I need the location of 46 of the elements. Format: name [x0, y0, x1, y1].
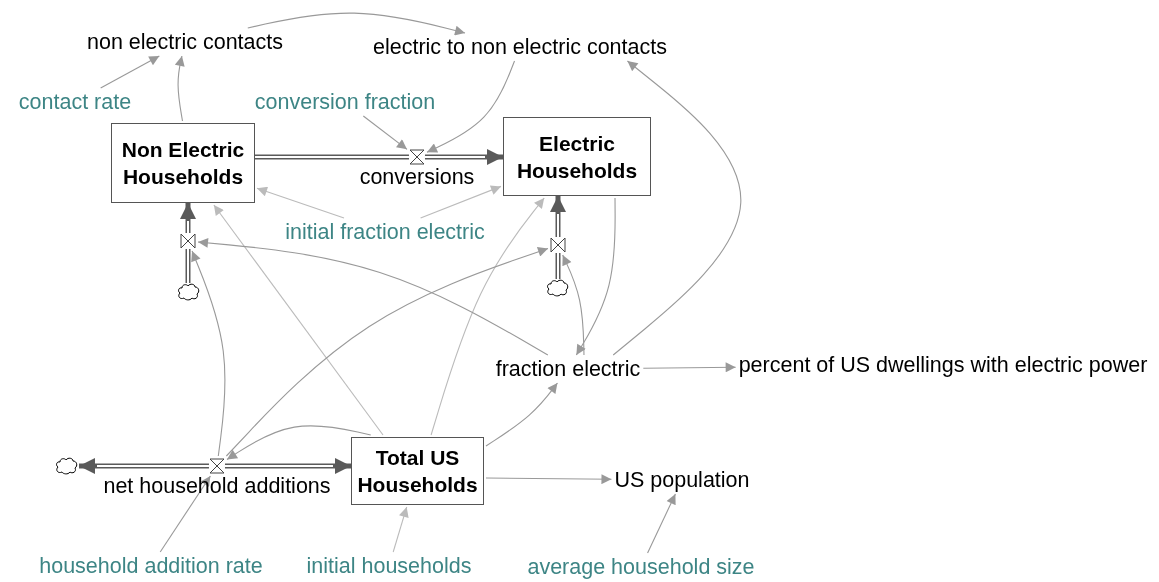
link-arrow	[247, 12, 466, 36]
link-arrow	[647, 493, 676, 554]
flow-pipe	[550, 196, 566, 237]
link-arrow	[225, 247, 549, 457]
link-arrow	[426, 60, 516, 153]
link-arrow	[197, 237, 549, 356]
link-arrow	[485, 474, 612, 485]
flow-pipe	[79, 458, 209, 474]
link-arrow	[575, 197, 616, 356]
link-arrow	[174, 55, 185, 122]
stock-box: Total US Households	[351, 437, 484, 505]
link-arrow	[562, 254, 585, 356]
link-arrow	[420, 185, 502, 219]
link-arrow	[485, 382, 558, 447]
variable-label: non electric contacts	[86, 30, 284, 54]
flow-pipe	[555, 253, 561, 279]
constant-label: contact rate	[17, 90, 133, 114]
flow-pipe	[185, 249, 191, 283]
link-arrow	[100, 55, 160, 89]
link-arrow	[392, 506, 409, 553]
stock-box: Electric Households	[503, 117, 651, 196]
flow-pipe	[255, 154, 409, 160]
flow-pipe	[180, 203, 196, 233]
constant-label: average household size	[526, 555, 756, 579]
constant-label: conversion fraction	[253, 90, 437, 114]
flow-label: net household additions	[103, 474, 331, 498]
link-arrow	[612, 60, 742, 356]
link-arrow	[642, 362, 737, 373]
link-arrow	[362, 115, 408, 150]
link-arrow	[159, 475, 211, 553]
variable-label: percent of US dwellings with electric power	[737, 353, 1149, 377]
variable-label: electric to non electric contacts	[372, 35, 668, 59]
flow-label: conversions	[359, 165, 475, 189]
flow-pipe	[425, 149, 503, 165]
link-arrow	[430, 197, 545, 436]
link-arrow	[191, 250, 226, 457]
stock-box: Non Electric Households	[111, 123, 255, 203]
link-arrow	[213, 204, 384, 436]
constant-label: household addition rate	[38, 554, 264, 578]
link-arrow	[256, 186, 345, 219]
variable-label: fraction electric	[494, 357, 642, 381]
variable-label: US population	[613, 468, 751, 492]
link-arrow	[226, 425, 372, 461]
flow-pipe	[225, 458, 351, 474]
constant-label: initial households	[305, 554, 473, 578]
constant-label: initial fraction electric	[284, 220, 486, 244]
